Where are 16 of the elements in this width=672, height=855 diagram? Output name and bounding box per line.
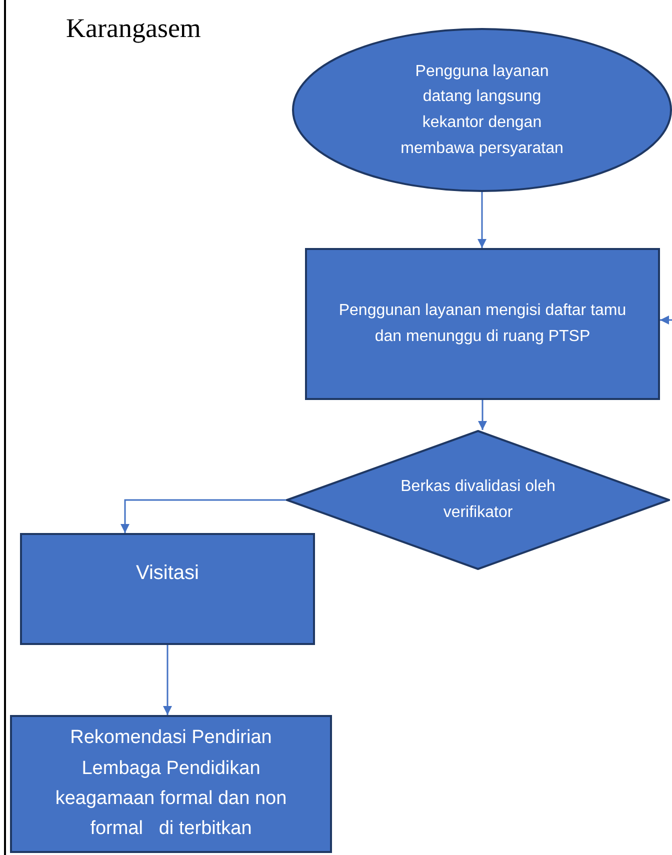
- arrow: [478, 192, 486, 248]
- start-ellipse: [292, 28, 672, 192]
- node-text: Rekomendasi Pendirian Lembaga Pendidikan keagamaan formal dan non formal di terbitkan: [54, 726, 288, 842]
- process-box: [10, 715, 332, 853]
- node-text: Visitasi: [135, 561, 200, 586]
- arrow: [478, 400, 487, 430]
- location-label: Karangasem: [66, 12, 201, 45]
- process-box: [305, 248, 660, 400]
- arrow: [660, 316, 672, 324]
- node-text: Penggunan layanan mengisi daftar tamu dan menunggu di ruang PTSP: [338, 301, 628, 347]
- arrow: [163, 645, 172, 715]
- process-box: [20, 533, 315, 645]
- node-text: Pengguna layanan datang langsung kekantor dengan membawa persyaratan: [400, 62, 564, 159]
- arrow: [120, 499, 286, 533]
- decision-diamond: [286, 430, 670, 570]
- node-text: Berkas divalidasi oleh verifikator: [400, 477, 556, 523]
